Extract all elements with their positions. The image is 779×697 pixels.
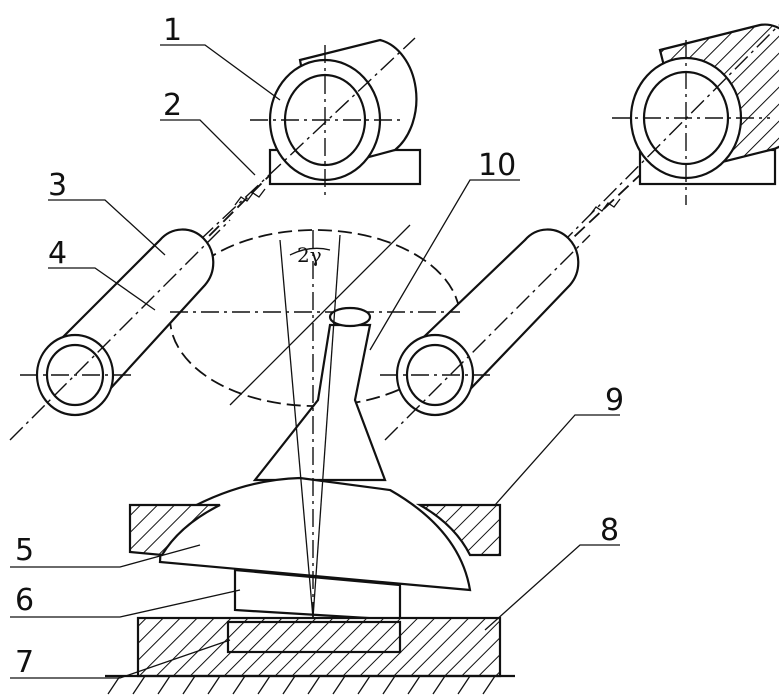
angle-label: 2γ <box>297 243 322 267</box>
label-9: 9 <box>605 383 624 418</box>
inclined-axis <box>229 224 411 406</box>
spindle-left <box>194 174 271 251</box>
label-4: 4 <box>48 236 67 271</box>
label-5: 5 <box>15 533 34 568</box>
ejector-part <box>226 620 402 654</box>
workpiece-flange <box>158 476 472 592</box>
leader-lines <box>10 44 620 679</box>
label-10: 10 <box>478 148 516 183</box>
workpiece <box>158 306 472 592</box>
angle-lines <box>279 230 341 619</box>
label-3: 3 <box>48 168 67 203</box>
workpiece-top <box>328 306 372 328</box>
base-plate <box>105 616 515 695</box>
label-1: 1 <box>163 13 182 48</box>
label-8: 8 <box>600 513 619 548</box>
spindle-right <box>559 174 641 251</box>
label-2: 2 <box>163 88 182 123</box>
motor-right <box>559 23 779 246</box>
label-6: 6 <box>15 583 34 618</box>
die-upper <box>128 503 502 557</box>
workpiece-cone <box>252 323 387 482</box>
roll-right <box>380 228 591 441</box>
motor-left <box>199 37 422 241</box>
roll-left <box>9 219 231 441</box>
label-7: 7 <box>15 645 34 680</box>
